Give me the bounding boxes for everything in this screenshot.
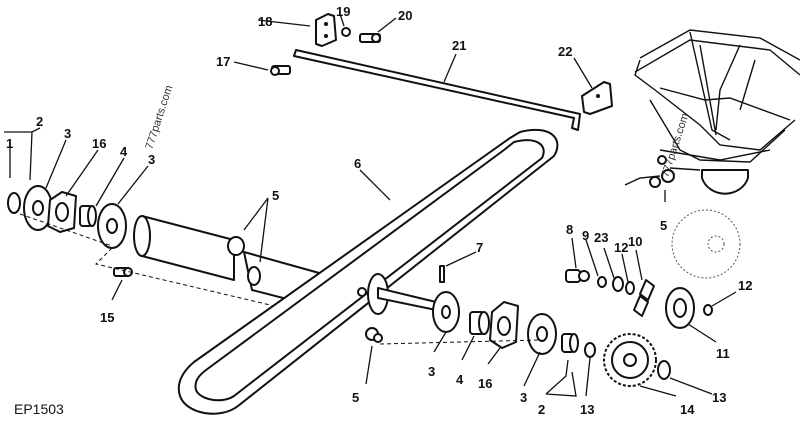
callout-15: 15 [100, 310, 114, 325]
callout-13-center: 13 [580, 402, 594, 417]
sprocket-part-11 [665, 287, 695, 329]
flange-part-3-left-inner [97, 203, 127, 249]
callout-12-right: 12 [738, 278, 752, 293]
washer-part-12-right [703, 304, 713, 316]
flange-part-3-right [527, 313, 557, 355]
callout-labels: 1 2 3 16 4 3 5 15 6 7 5 3 4 16 3 2 13 14… [6, 4, 752, 417]
bracket-part-18 [315, 13, 337, 47]
bar-part-21 [293, 49, 581, 131]
bearing-housing-part-16-center [489, 301, 519, 349]
bearing-part-4-center [469, 311, 490, 335]
pin-part-7 [439, 265, 445, 283]
callout-12-left: 12 [614, 240, 628, 255]
bearing-housing-part-16-left [47, 191, 77, 233]
callout-4-left: 4 [120, 144, 128, 159]
figure-code: EP1503 [14, 401, 64, 417]
callout-3-center: 3 [428, 364, 435, 379]
callout-3-right: 3 [520, 390, 527, 405]
callout-21: 21 [452, 38, 466, 53]
callout-5-tube: 5 [272, 188, 279, 203]
sprocket-part-14 [603, 333, 657, 387]
nut-part-19 [341, 27, 351, 37]
shaft-assembly [357, 273, 437, 315]
machine-frame-context [624, 29, 800, 202]
callout-2-right: 2 [538, 402, 545, 417]
callout-13-right: 13 [712, 390, 726, 405]
callout-10: 10 [628, 234, 642, 249]
callout-18: 18 [258, 14, 272, 29]
watermark-text: 777parts.com [143, 84, 175, 151]
bearing-part-4-left [79, 205, 97, 227]
leader-lines [4, 13, 737, 397]
flange-part-3-center [432, 291, 460, 333]
callout-14: 14 [680, 402, 695, 417]
bracket-part-22 [581, 81, 613, 115]
callout-16-left: 16 [92, 136, 106, 151]
spacer-part-23 [612, 276, 624, 292]
callout-3-left-inner: 3 [148, 152, 155, 167]
callout-9: 9 [582, 228, 589, 243]
callout-19: 19 [336, 4, 350, 19]
callout-2-left: 2 [36, 114, 43, 129]
callout-1: 1 [6, 136, 13, 151]
belt-part-6 [177, 128, 559, 415]
callout-5-nut: 5 [352, 390, 359, 405]
bearing-part-2-right [561, 333, 579, 353]
washer-part-12-left [625, 281, 635, 295]
bolt-part-17 [270, 65, 291, 76]
callout-8: 8 [566, 222, 573, 237]
callout-17: 17 [216, 54, 230, 69]
callout-5-right: 5 [660, 218, 667, 233]
washer-part-9 [597, 276, 607, 288]
callout-23: 23 [594, 230, 608, 245]
flange-part-3-left [23, 185, 53, 231]
bolt-part-8 [565, 269, 590, 283]
nut-part-5-center [365, 327, 383, 343]
chain-part-10 [633, 279, 655, 317]
callout-7: 7 [476, 240, 483, 255]
callout-22: 22 [558, 44, 572, 59]
callout-4-center: 4 [456, 372, 464, 387]
callout-3-left-outer: 3 [64, 126, 71, 141]
washer-part-13-right [657, 360, 671, 380]
washer-part-13-center [584, 342, 596, 358]
callout-11: 11 [716, 346, 730, 361]
callout-16-center: 16 [478, 376, 492, 391]
bolt-part-20 [359, 33, 381, 43]
callout-20: 20 [398, 8, 412, 23]
sprocket-outline [671, 209, 741, 279]
callout-6: 6 [354, 156, 361, 171]
seal-part-1 [7, 192, 21, 214]
